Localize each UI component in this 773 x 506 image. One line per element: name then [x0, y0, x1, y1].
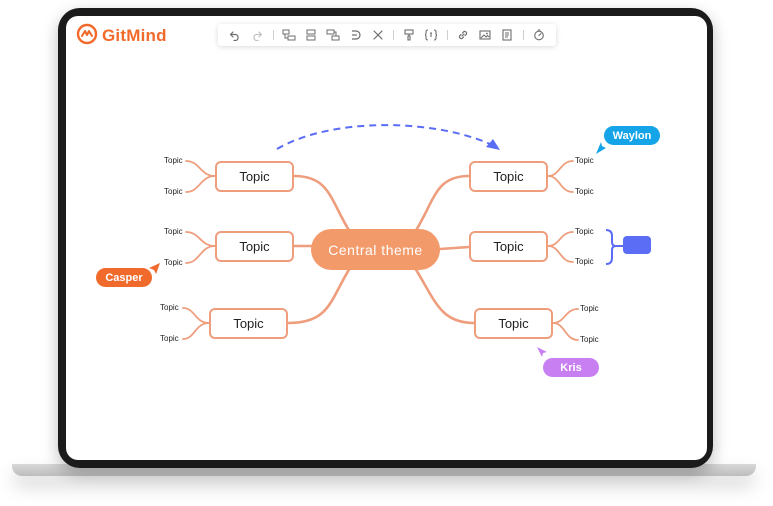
- toolbar-divider: [392, 30, 394, 40]
- subtopic-node[interactable]: Topic: [164, 187, 183, 196]
- subtopic-node[interactable]: Topic: [580, 304, 599, 313]
- gitmind-logo-icon: [76, 23, 98, 50]
- cursor-waylon-icon: [596, 142, 606, 154]
- sub-branch-line: [547, 175, 574, 193]
- topic-node-right-top[interactable]: Topic: [469, 161, 548, 192]
- app-logo: GitMind: [76, 23, 167, 50]
- note-icon[interactable]: [500, 28, 514, 42]
- summary-icon[interactable]: [424, 28, 438, 42]
- relationship-icon[interactable]: [349, 28, 363, 42]
- topic-node-left-bottom[interactable]: Topic: [209, 308, 288, 339]
- redo-icon[interactable]: [250, 28, 264, 42]
- sub-branch-line: [552, 322, 579, 341]
- collaborator-tag-casper: Casper: [96, 268, 152, 287]
- branch-line: [292, 174, 352, 234]
- subtopic-node[interactable]: Topic: [164, 156, 183, 165]
- add-sibling-topic-icon[interactable]: [304, 28, 318, 42]
- sub-branch-line: [182, 307, 210, 324]
- toolbar-divider: [522, 30, 524, 40]
- subtopic-node[interactable]: Topic: [575, 156, 594, 165]
- cursor-kris-icon: [537, 347, 547, 357]
- relationship-line: [276, 124, 491, 150]
- subtopic-node[interactable]: Topic: [575, 227, 594, 236]
- image-icon[interactable]: [478, 28, 492, 42]
- subtopic-node[interactable]: Topic: [164, 258, 183, 267]
- sub-branch-line: [185, 245, 216, 264]
- collaborator-tag-kris: Kris: [543, 358, 599, 377]
- relationship-arrowhead-icon: [486, 139, 500, 150]
- sub-branch-line: [552, 308, 579, 324]
- cursor-casper-icon: [149, 263, 160, 274]
- app-logo-text: GitMind: [102, 26, 167, 45]
- sub-branch-line: [182, 322, 210, 340]
- topic-node-left-mid[interactable]: Topic: [215, 231, 294, 262]
- connector-style-icon[interactable]: [371, 28, 385, 42]
- summary-brace: [605, 229, 617, 265]
- sub-branch-line: [185, 175, 216, 193]
- subtopic-node[interactable]: Topic: [160, 303, 179, 312]
- collaborator-tag-waylon: Waylon: [604, 126, 660, 145]
- add-parent-topic-icon[interactable]: [326, 28, 340, 42]
- add-child-topic-icon[interactable]: [282, 28, 296, 42]
- sub-branch-line: [547, 231, 574, 247]
- sub-branch-line: [185, 160, 216, 177]
- topic-node-right-bottom[interactable]: Topic: [474, 308, 553, 339]
- branch-line: [413, 266, 476, 325]
- toolbar-divider: [272, 30, 274, 40]
- link-icon[interactable]: [456, 28, 470, 42]
- subtopic-node[interactable]: Topic: [164, 227, 183, 236]
- sub-branch-line: [547, 160, 574, 177]
- subtopic-node[interactable]: Topic: [160, 334, 179, 343]
- summary-node[interactable]: [623, 236, 651, 254]
- central-theme-node[interactable]: Central theme: [311, 229, 440, 270]
- timer-icon[interactable]: [532, 28, 546, 42]
- branch-line: [438, 245, 471, 251]
- topic-node-left-top[interactable]: Topic: [215, 161, 294, 192]
- toolbar: [218, 24, 556, 46]
- subtopic-node[interactable]: Topic: [575, 257, 594, 266]
- topic-node-right-mid[interactable]: Topic: [469, 231, 548, 262]
- undo-icon[interactable]: [228, 28, 242, 42]
- sub-branch-line: [185, 231, 216, 247]
- format-painter-icon[interactable]: [402, 28, 416, 42]
- branch-line: [413, 174, 471, 234]
- subtopic-node[interactable]: Topic: [575, 187, 594, 196]
- toolbar-divider: [446, 30, 448, 40]
- sub-branch-line: [547, 245, 574, 263]
- branch-line: [286, 266, 352, 325]
- subtopic-node[interactable]: Topic: [580, 335, 599, 344]
